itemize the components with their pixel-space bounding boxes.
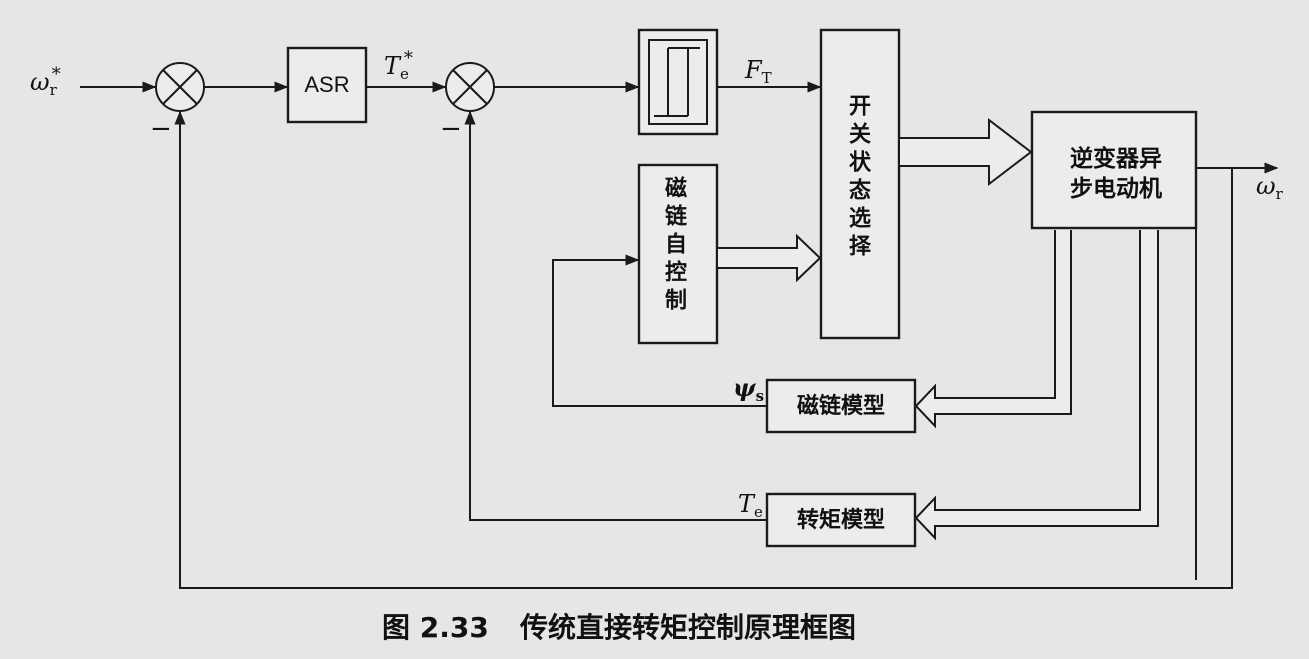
psi-s-label: ψs bbox=[733, 373, 765, 405]
minus-sign-1: − bbox=[150, 114, 172, 144]
flux-model-label: 磁链模型 bbox=[796, 394, 885, 419]
ft-label: FT bbox=[745, 56, 772, 87]
hollow-arrow-flux-to-switch bbox=[716, 233, 822, 283]
summing-junction-torque bbox=[445, 62, 495, 112]
flux-self-control-block bbox=[637, 163, 719, 345]
asr-label: ASR bbox=[304, 72, 350, 97]
omega-out-label: ωr bbox=[1256, 172, 1283, 203]
switch-state-select-label: 开关状态选择 bbox=[845, 94, 870, 262]
wire-te-feedback bbox=[464, 110, 766, 521]
hysteresis-loop-icon bbox=[648, 39, 708, 125]
te-ref-label: Te* bbox=[384, 48, 413, 83]
hysteresis-comparator-block bbox=[637, 28, 719, 136]
torque-model-block bbox=[765, 492, 917, 548]
wire-psi-s-feedback bbox=[552, 254, 766, 407]
hollow-arrow-inverter-to-torque-model bbox=[914, 230, 1159, 541]
flux-model-block bbox=[765, 378, 917, 434]
switch-state-select-block bbox=[819, 28, 901, 340]
summing-junction-speed bbox=[155, 62, 205, 112]
flux-self-control-label: 磁链自控制 bbox=[661, 176, 686, 316]
torque-model-label: 转矩模型 bbox=[796, 508, 885, 533]
hollow-arrow-inverter-to-flux-model bbox=[914, 230, 1072, 429]
te-label: Te bbox=[738, 490, 763, 521]
figure-caption: 传统直接转矩控制原理框图 bbox=[520, 611, 857, 644]
omega-ref-label: ωr* bbox=[30, 64, 61, 99]
asr-block bbox=[286, 46, 368, 124]
wire-speed-feedback bbox=[174, 110, 1233, 589]
inverter-motor-label: 逆变器异步电动机 bbox=[1070, 146, 1162, 202]
figure-number: 图 2.33 bbox=[382, 611, 489, 644]
minus-sign-2: − bbox=[440, 114, 462, 144]
hollow-arrow-switch-to-inverter bbox=[898, 117, 1033, 187]
inverter-motor-block bbox=[1030, 110, 1198, 230]
